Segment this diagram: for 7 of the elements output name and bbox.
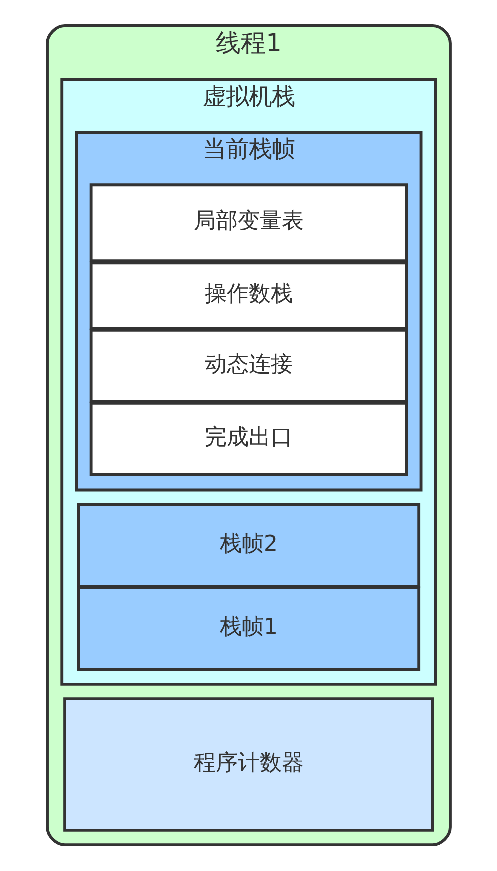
node-box: 程序计数器 [63, 698, 434, 832]
node-box: 栈帧2 [76, 503, 420, 588]
node-box: 动态连接 [89, 328, 408, 404]
node-box: 局部变量表 [89, 184, 408, 262]
node-box: 完成出口 [89, 402, 408, 476]
node-box: 操作数栈 [89, 262, 408, 330]
node-box: 栈帧1 [76, 586, 420, 672]
